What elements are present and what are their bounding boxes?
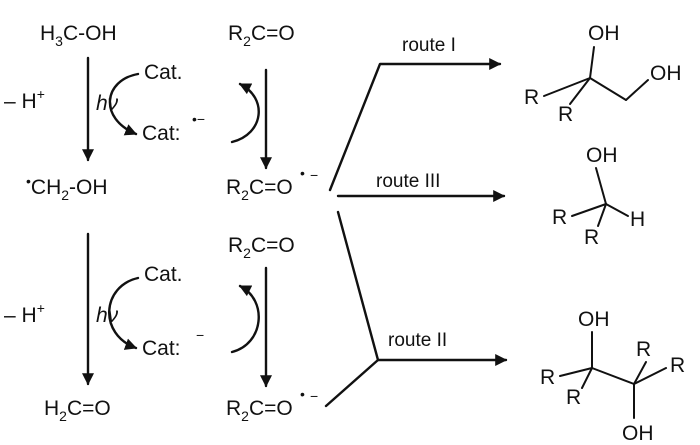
reduced-catalyst-charge-1: •− (192, 111, 205, 127)
reduced-catalyst-label-1: Cat: (142, 122, 181, 145)
product-pinacol: OH OH R R R R (540, 308, 685, 445)
alcohol-bond-c-h (605, 203, 629, 217)
diol-r-bottom: R (558, 103, 573, 126)
alcohol-r-bottom: R (584, 226, 599, 249)
ketyl-radical-anion-1: R2C=O (226, 176, 293, 203)
pinacol-r-left-bottom: R (566, 386, 581, 409)
diol-r-left: R (524, 86, 539, 109)
pinacol-r-right-top: R (636, 338, 651, 361)
pinacol-r-left: R (540, 366, 555, 389)
hydroxymethyl-radical-label: •CH2-OH (26, 173, 108, 203)
ketyl-2-charge: − (310, 388, 318, 404)
product-secondary-alcohol: OH H R R (552, 144, 645, 249)
reduced-catalyst-label-2: Cat: (142, 337, 181, 360)
proton-loss-label-2: – H+ (4, 300, 45, 327)
route-1-label: route I (402, 35, 456, 56)
route-2-label: route II (388, 330, 447, 351)
pinacol-bond-c1-c2 (591, 367, 635, 385)
diol-bond-c-r2 (569, 77, 591, 105)
pinacol-bond-c2-r2 (633, 367, 667, 385)
pinacol-oh-bottom: OH (622, 422, 654, 445)
alcohol-oh: OH (586, 144, 618, 167)
alcohol-bond-c-r (571, 203, 607, 217)
diol-bond-c-c (589, 77, 627, 101)
ketyl-radical-anion-2: R2C=O (226, 397, 293, 424)
alcohol-bond-c-r2 (597, 203, 607, 227)
diol-oh-right: OH (650, 62, 682, 85)
product-1-2-diol: OH OH R R (524, 22, 682, 126)
photoexcitation-arrow-2 (108, 276, 140, 350)
light-label-2: hν (96, 304, 119, 327)
reduced-catalyst-charge-2: − (196, 327, 204, 343)
alcohol-r-left: R (552, 206, 567, 229)
pinacol-r-right: R (670, 354, 685, 377)
ketyl-1-charge: − (310, 167, 318, 183)
pinacol-bond-c1-r (559, 367, 593, 377)
ketyl-2-radical-dot: • (300, 386, 305, 402)
pinacol-bond-c2-r (633, 361, 647, 385)
alcohol-bond-c-oh (595, 167, 607, 205)
ketone-mid-label: R2C=O (228, 234, 295, 261)
pinacol-bond-c1-r2 (581, 367, 593, 389)
catalyst-label-1: Cat. (144, 61, 183, 84)
diol-bond-c-r (543, 77, 591, 97)
pinacol-oh-top: OH (578, 308, 610, 331)
proton-loss-label-1: – H+ (4, 86, 45, 113)
electron-transfer-arrow-1 (230, 82, 260, 144)
ketone-top-label: R2C=O (228, 22, 295, 49)
diol-bond-c-oh (589, 46, 595, 79)
ketyl-1-radical-dot: • (300, 165, 305, 181)
formaldehyde-label: H2C=O (44, 397, 111, 424)
photoexcitation-arrow-1 (108, 72, 140, 136)
route-3-label: route III (376, 171, 440, 192)
light-label-1: hν (96, 92, 119, 115)
methanol-label: H3C-OH (40, 22, 117, 49)
electron-transfer-arrow-2 (230, 284, 260, 354)
diol-oh-top: OH (588, 22, 620, 45)
alcohol-h: H (630, 208, 645, 231)
route-2-second-branch (324, 358, 380, 408)
diol-bond-ch2-oh (625, 79, 649, 101)
route-1-arrow (328, 58, 502, 192)
catalyst-label-2: Cat. (144, 263, 183, 286)
